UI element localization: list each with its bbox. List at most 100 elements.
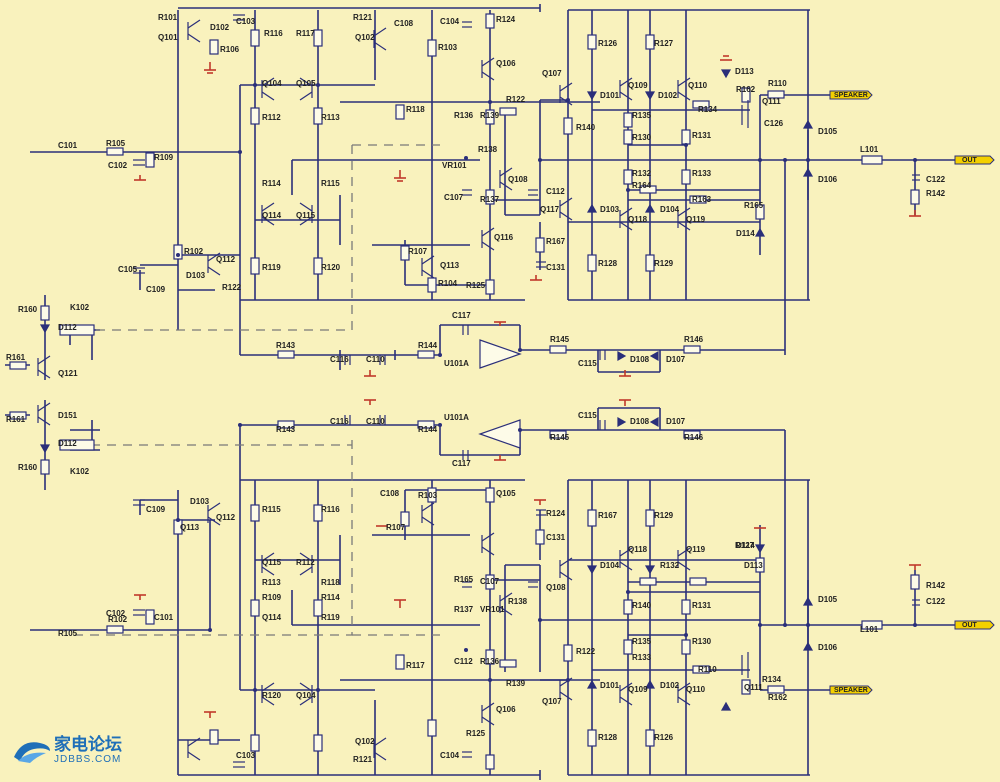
component-label: D104 <box>660 205 680 214</box>
component-label: C105 <box>118 265 138 274</box>
out-tag-bottom: OUT <box>962 622 978 629</box>
component-label: R131 <box>692 601 712 610</box>
component-label: R103 <box>438 43 458 52</box>
component-label: R109 <box>262 593 282 602</box>
component-label: R109 <box>154 153 174 162</box>
component-label: C115 <box>578 411 597 420</box>
component-label: R112 <box>262 113 281 122</box>
component-label: R114 <box>262 179 281 188</box>
component-label: D114 <box>736 229 755 238</box>
component-label: C103 <box>236 751 256 760</box>
component-label: R121 <box>353 755 373 764</box>
component-label: R134 <box>762 675 782 684</box>
component-label: R110 <box>698 665 717 674</box>
component-label: R138 <box>508 597 528 606</box>
component-label: C131 <box>546 263 566 272</box>
component-label: C107 <box>480 577 500 586</box>
component-label: R122 <box>506 95 526 104</box>
logo-text-en: JDBBS.COM <box>54 753 122 765</box>
component-label: R127 <box>735 541 755 550</box>
component-label: VR101 <box>442 161 467 170</box>
component-label: R160 <box>18 463 38 472</box>
component-label: D102 <box>660 681 680 690</box>
component-label: Q117 <box>540 205 560 214</box>
site-logo: 家电论坛 JDBBS.COM <box>10 735 122 765</box>
component-label: R139 <box>480 111 500 120</box>
component-label: Q115 <box>296 211 316 220</box>
component-label: R104 <box>438 279 458 288</box>
component-label: R128 <box>598 733 618 742</box>
component-label: R118 <box>321 578 340 587</box>
component-label: R144 <box>418 341 438 350</box>
component-label: C101 <box>154 613 174 622</box>
component-label: Q111 <box>762 97 781 106</box>
component-label: C107 <box>444 193 464 202</box>
component-label: C104 <box>440 17 460 26</box>
component-label: C117 <box>452 459 471 468</box>
component-label: R125 <box>466 281 486 290</box>
component-label: R142 <box>926 581 946 590</box>
component-label: R115 <box>262 505 281 514</box>
component-label: R122 <box>576 647 596 656</box>
component-label: D106 <box>818 175 838 184</box>
component-label: R106 <box>220 45 240 54</box>
component-label: D106 <box>818 643 838 652</box>
component-label: C102 <box>106 609 126 618</box>
component-label: R122 <box>222 283 242 292</box>
component-label: Q118 <box>628 215 648 224</box>
component-label: C110 <box>366 417 385 426</box>
component-label: D103 <box>600 205 620 214</box>
component-label: Q111 <box>744 683 763 692</box>
component-label: R145 <box>550 335 570 344</box>
component-label: L101 <box>860 625 879 634</box>
component-label: Q109 <box>628 685 648 694</box>
component-label: R113 <box>321 113 340 122</box>
component-label: U101A <box>444 413 469 422</box>
component-label: C101 <box>58 141 78 150</box>
component-label: R115 <box>321 179 340 188</box>
component-label: R116 <box>321 505 340 514</box>
component-label: Q118 <box>628 545 648 554</box>
component-label: R144 <box>418 425 438 434</box>
component-label: R139 <box>506 679 526 688</box>
component-label: R146 <box>684 335 704 344</box>
component-label: R135 <box>632 111 652 120</box>
component-label: D113 <box>735 67 754 76</box>
component-label: C112 <box>546 187 565 196</box>
component-label: D112 <box>58 323 77 332</box>
component-label: R113 <box>262 578 281 587</box>
component-label: Q110 <box>688 81 708 90</box>
component-label: D105 <box>818 127 838 136</box>
component-label: Q115 <box>262 558 282 567</box>
component-label: R136 <box>454 111 474 120</box>
component-label: C116 <box>330 355 349 364</box>
component-label: R124 <box>546 509 566 518</box>
component-label: Q106 <box>496 59 516 68</box>
component-label: R107 <box>386 523 406 532</box>
component-label: Q105 <box>496 489 516 498</box>
logo-text-cn: 家电论坛 <box>54 734 122 755</box>
component-label: C126 <box>764 119 784 128</box>
component-label: R143 <box>276 425 296 434</box>
component-label: R134 <box>698 105 718 114</box>
component-label: R135 <box>632 637 652 646</box>
component-label: R161 <box>6 415 26 424</box>
component-label: Q119 <box>686 545 706 554</box>
component-label: K102 <box>70 467 90 476</box>
component-label: Q110 <box>686 685 706 694</box>
component-label: K102 <box>70 303 90 312</box>
component-label: R118 <box>406 105 425 114</box>
component-label: C109 <box>146 505 166 514</box>
component-label: R103 <box>418 491 438 500</box>
component-label: C103 <box>236 17 256 26</box>
component-label: R167 <box>598 511 618 520</box>
component-label: D114 <box>736 541 755 550</box>
component-label: R119 <box>262 263 281 272</box>
component-label: R164 <box>632 181 652 190</box>
component-label: R133 <box>692 169 712 178</box>
component-label: R131 <box>692 131 712 140</box>
component-label: C110 <box>366 355 385 364</box>
component-label: R130 <box>632 133 652 142</box>
